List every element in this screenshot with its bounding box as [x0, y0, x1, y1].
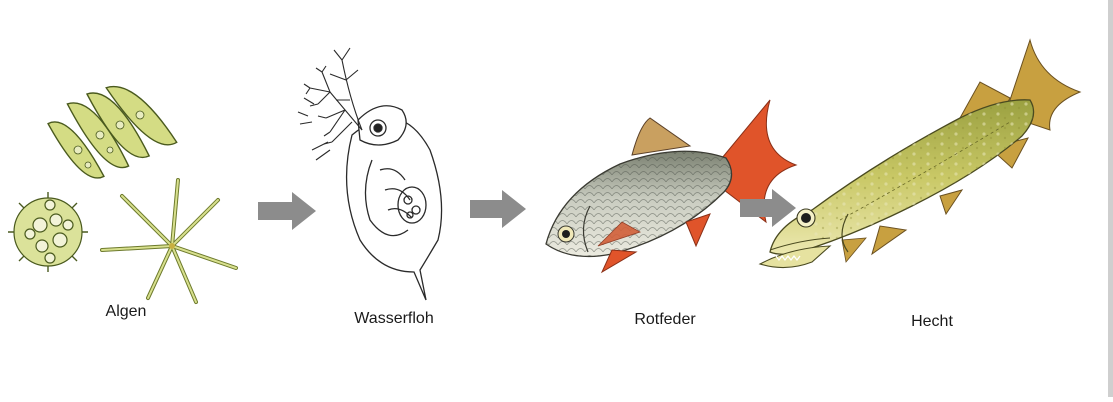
pike-fish-icon [760, 40, 1080, 268]
algae-icon [8, 77, 236, 302]
rudd-fish-icon [546, 100, 796, 272]
label-water-flea: Wasserfloh [324, 310, 464, 328]
label-rudd: Rotfeder [595, 311, 735, 329]
page-edge [1108, 0, 1113, 397]
label-pike: Hecht [862, 313, 1002, 331]
arrow-right-icon [470, 190, 526, 228]
arrow-right-icon [258, 192, 316, 230]
label-algae: Algen [56, 303, 196, 321]
water-flea-icon [298, 48, 442, 300]
star-alga [102, 180, 236, 302]
